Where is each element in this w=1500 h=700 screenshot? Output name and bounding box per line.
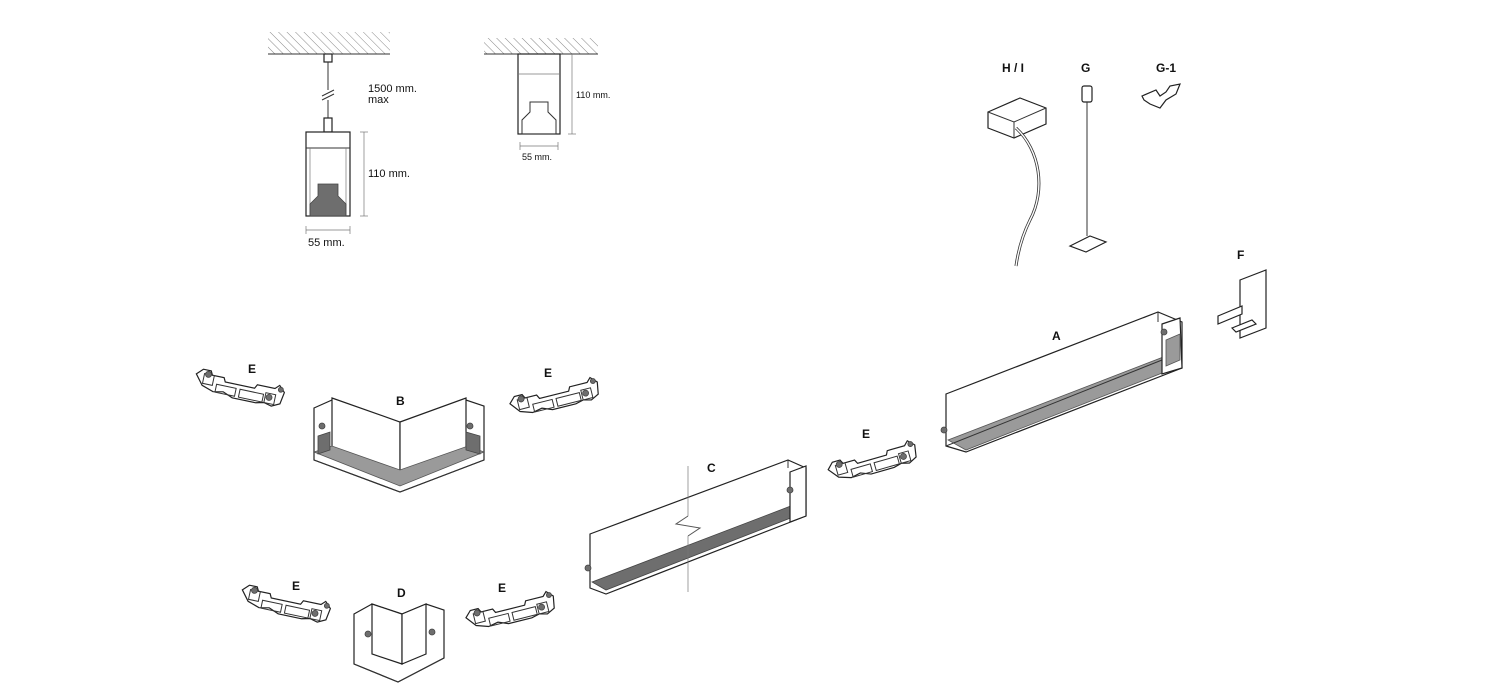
ceiling-hatch-2: [484, 38, 598, 54]
label-e-2: E: [544, 366, 552, 380]
surface-width-dim: 55 mm.: [522, 152, 552, 162]
label-b: B: [396, 394, 405, 408]
label-d: D: [397, 586, 406, 600]
diffuser-shape: [309, 183, 347, 217]
connector-e-5: E: [463, 581, 558, 634]
surface-profile: [517, 53, 561, 135]
label-hi: H / I: [1002, 61, 1024, 75]
pendant-length-note: max: [368, 94, 389, 106]
profile-c: C: [584, 459, 807, 595]
pendant-height-dim: 110 mm.: [368, 168, 410, 180]
profile-a: A: [940, 311, 1183, 453]
label-f: F: [1237, 248, 1244, 262]
profile-b: B: [312, 394, 486, 493]
connector-e-3: E: [825, 427, 920, 486]
accessory-g: G: [1068, 61, 1108, 253]
accessory-g1: G-1: [1141, 61, 1181, 109]
surface-section-drawing: 110 mm. 55 mm.: [484, 38, 610, 162]
pendant-length-dim: 1500 mm.: [368, 83, 417, 95]
label-e-5: E: [498, 581, 506, 595]
end-cap-f: F: [1217, 248, 1267, 339]
pendant-width-dim: 55 mm.: [308, 237, 345, 249]
label-a: A: [1052, 329, 1061, 343]
surface-height-dim: 110 mm.: [576, 90, 610, 100]
connector-e-1: E: [192, 362, 287, 409]
label-e-3: E: [862, 427, 870, 441]
connector-e-4: E: [238, 579, 333, 625]
label-g1: G-1: [1156, 61, 1176, 75]
pendant-section-drawing: 1500 mm. max 110 mm. 55 mm.: [268, 32, 417, 249]
connector-e-2: E: [507, 366, 602, 420]
label-g: G: [1081, 61, 1090, 75]
accessory-hi: H / I: [987, 61, 1047, 267]
ceiling-hatch: [268, 32, 390, 54]
label-e-4: E: [292, 579, 300, 593]
label-c: C: [707, 461, 716, 475]
profile-d: D: [353, 586, 445, 683]
label-e-1: E: [248, 362, 256, 376]
